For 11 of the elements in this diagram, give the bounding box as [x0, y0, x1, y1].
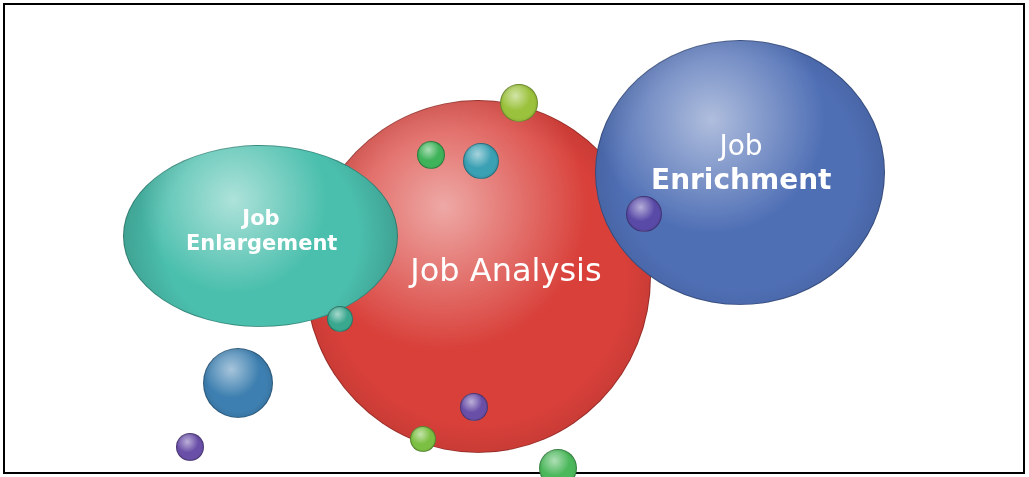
bubble-label: Job Enlargement	[186, 206, 336, 257]
bubble-label: Job Enrichment	[651, 129, 831, 197]
small-sphere	[539, 449, 577, 477]
small-sphere	[176, 433, 204, 461]
small-sphere	[460, 393, 488, 421]
small-sphere	[500, 84, 538, 122]
small-sphere	[463, 143, 499, 179]
small-sphere	[417, 141, 445, 169]
bubble-label: Job Analysis	[407, 251, 603, 290]
small-sphere	[626, 196, 662, 232]
small-sphere	[410, 426, 436, 452]
